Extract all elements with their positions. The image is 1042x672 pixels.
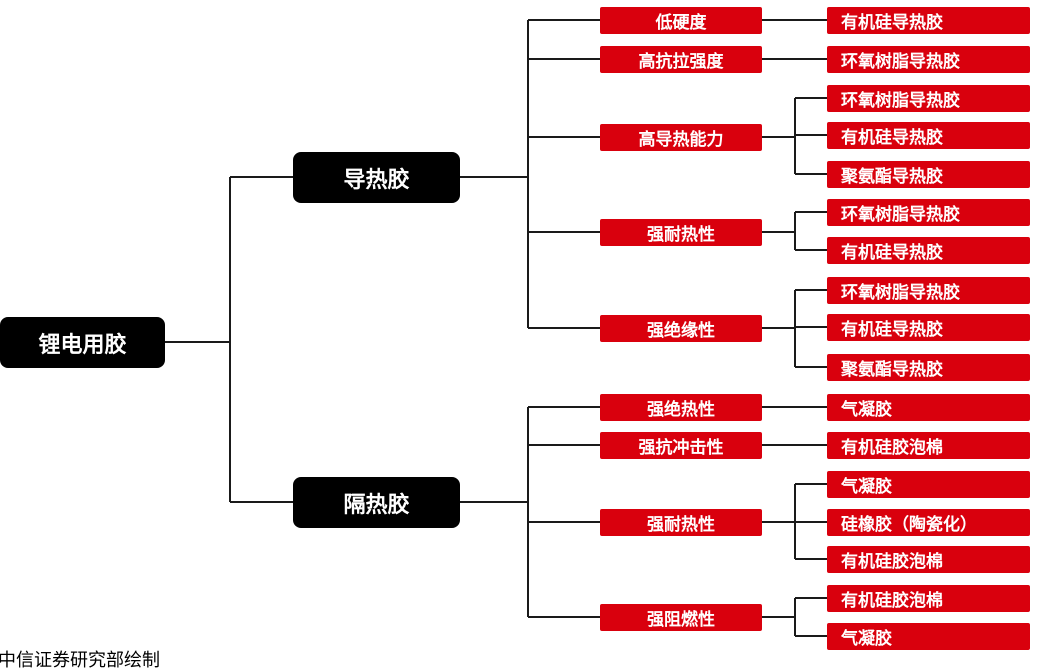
product-node: 环氧树脂导热胶 (827, 46, 1030, 73)
property-node: 低硬度 (600, 7, 762, 34)
property-node: 强阻燃性 (600, 604, 762, 631)
product-node: 有机硅导热胶 (827, 314, 1030, 341)
branch-node-thermal-insulation: 隔热胶 (293, 477, 460, 528)
root-node: 锂电用胶 (0, 317, 165, 368)
product-node: 环氧树脂导热胶 (827, 199, 1030, 226)
product-node: 硅橡胶（陶瓷化） (827, 509, 1030, 536)
product-node: 环氧树脂导热胶 (827, 85, 1030, 112)
property-node: 强耐热性 (600, 219, 762, 246)
product-node: 气凝胶 (827, 471, 1030, 498)
product-node: 环氧树脂导热胶 (827, 277, 1030, 304)
property-node: 高抗拉强度 (600, 46, 762, 73)
product-node: 有机硅导热胶 (827, 237, 1030, 264)
product-node: 有机硅胶泡棉 (827, 546, 1030, 573)
property-node: 强绝热性 (600, 394, 762, 421)
property-node: 高导热能力 (600, 124, 762, 151)
property-node: 强绝缘性 (600, 315, 762, 342)
product-node: 有机硅胶泡棉 (827, 432, 1030, 459)
product-node: 有机硅导热胶 (827, 122, 1030, 149)
source-note: 中信证券研究部绘制 (0, 650, 160, 671)
property-node: 强耐热性 (600, 509, 762, 536)
product-node: 聚氨酯导热胶 (827, 354, 1030, 381)
product-node: 有机硅导热胶 (827, 7, 1030, 34)
product-node: 聚氨酯导热胶 (827, 161, 1030, 188)
product-node: 气凝胶 (827, 394, 1030, 421)
property-node: 强抗冲击性 (600, 432, 762, 459)
branch-node-thermal-conductive: 导热胶 (293, 152, 460, 203)
product-node: 气凝胶 (827, 623, 1030, 650)
product-node: 有机硅胶泡棉 (827, 585, 1030, 612)
